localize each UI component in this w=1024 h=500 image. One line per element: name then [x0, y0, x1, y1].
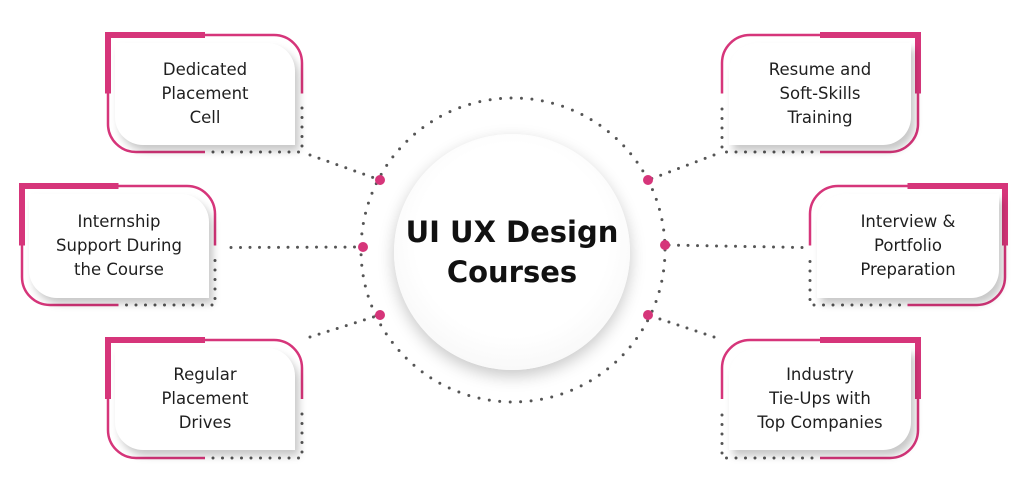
feature-label: Dedicated Placement Cell	[161, 60, 249, 127]
connector-node-dot	[375, 175, 385, 185]
center-circle: UI UX Design Courses	[394, 134, 630, 370]
connector-line	[308, 313, 382, 339]
frame-thick-corner	[907, 183, 1008, 246]
frame-dotted-corner	[808, 252, 901, 307]
connector-node-dot	[643, 310, 653, 320]
frame-thick-corner	[820, 32, 921, 94]
connector-line	[646, 313, 716, 339]
feature-card-resume-training: Resume and Soft-Skills Training	[729, 43, 911, 145]
frame-line	[808, 184, 908, 246]
feature-card-internship-support: Internship Support During the Course	[29, 194, 209, 298]
frame-line	[820, 399, 920, 460]
frame-dotted-corner	[211, 100, 304, 154]
feature-card-interview-prep: Interview & Portfolio Preparation	[817, 194, 999, 298]
feature-card-placement-drives: Regular Placement Drives	[115, 348, 295, 450]
feature-card-placement-cell: Dedicated Placement Cell	[115, 43, 295, 145]
feature-card-industry-tieups: Industry Tie-Ups with Top Companies	[729, 348, 911, 450]
frame-line	[118, 184, 217, 246]
frame-line	[205, 338, 304, 399]
frame-line	[20, 245, 119, 307]
feature-label: Interview & Portfolio Preparation	[860, 212, 956, 279]
frame-dotted-corner	[125, 252, 217, 307]
frame-dotted-corner	[720, 405, 814, 460]
connector-node-dot	[660, 240, 670, 250]
frame-line	[106, 93, 205, 154]
frame-thick-corner	[105, 32, 205, 94]
frame-dotted-corner	[720, 100, 814, 154]
frame-line	[820, 93, 920, 154]
connector-node-dot	[643, 175, 653, 185]
frame-thick-corner	[19, 183, 119, 246]
connector-line	[229, 245, 365, 249]
connector-line	[308, 153, 382, 182]
feature-label: Industry Tie-Ups with Top Companies	[757, 365, 883, 432]
frame-line	[106, 399, 205, 460]
frame-line	[720, 33, 820, 94]
frame-thick-corner	[820, 337, 921, 399]
feature-label: Resume and Soft-Skills Training	[768, 60, 872, 127]
frame-line	[205, 33, 304, 94]
feature-label: Internship Support During the Course	[56, 212, 182, 279]
connector-line	[663, 243, 804, 249]
connector-node-dot	[375, 310, 385, 320]
feature-label: Regular Placement Drives	[161, 365, 249, 432]
center-title: UI UX Design Courses	[405, 215, 619, 289]
connector-line	[646, 153, 716, 182]
connector-node-dot	[358, 242, 368, 252]
frame-line	[720, 338, 820, 399]
frame-line	[907, 245, 1007, 307]
frame-dotted-corner	[211, 405, 304, 460]
frame-thick-corner	[105, 337, 205, 399]
